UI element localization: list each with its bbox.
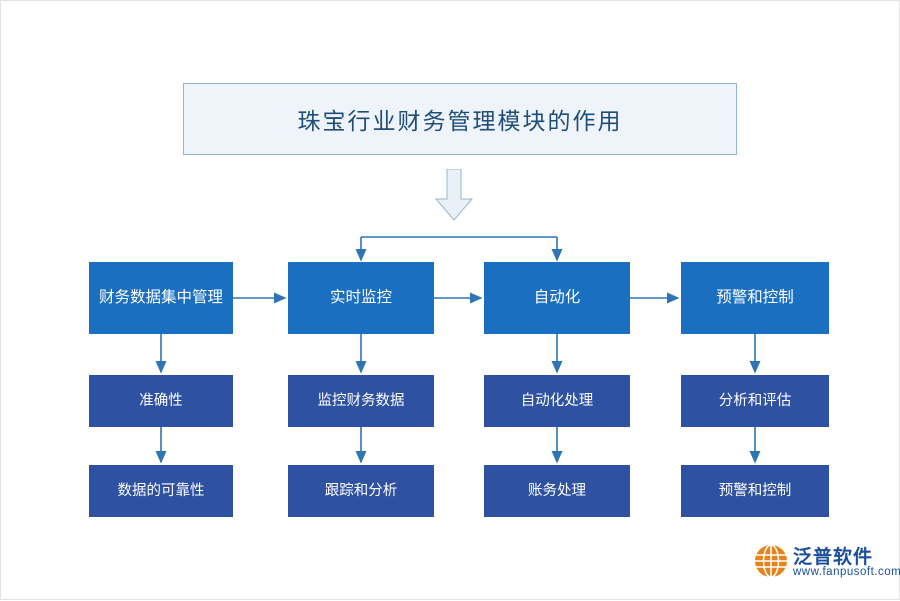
node-col4-row2: 分析和评估 (681, 375, 829, 427)
node-label: 准确性 (139, 392, 183, 409)
node-label: 预警和控制 (718, 482, 792, 499)
node-col1-row2: 准确性 (89, 375, 233, 427)
node-label: 分析和评估 (718, 392, 792, 409)
node-col3-row1: 自动化 (484, 262, 630, 334)
down-arrow-icon (435, 169, 473, 221)
node-col1-row1: 财务数据集中管理 (89, 262, 233, 334)
node-label: 预警和控制 (716, 289, 794, 307)
node-col2-row2: 监控财务数据 (288, 375, 434, 427)
node-label: 财务数据集中管理 (98, 289, 223, 307)
globe-icon (755, 544, 787, 578)
node-label: 自动化处理 (520, 392, 594, 409)
node-label: 账务处理 (528, 482, 586, 499)
node-label: 跟踪和分析 (324, 482, 398, 499)
node-label: 实时监控 (329, 289, 392, 307)
node-label: 数据的可靠性 (117, 482, 205, 499)
diagram-title-box: 珠宝行业财务管理模块的作用 (183, 83, 737, 155)
logo-company-name: 泛普软件 (793, 547, 874, 568)
node-col4-row1: 预警和控制 (681, 262, 829, 334)
node-col3-row2: 自动化处理 (484, 375, 630, 427)
node-col2-row3: 跟踪和分析 (288, 465, 434, 517)
node-col4-row3: 预警和控制 (681, 465, 829, 517)
node-col2-row1: 实时监控 (288, 262, 434, 334)
page-title: 珠宝行业财务管理模块的作用 (297, 108, 623, 134)
node-col3-row3: 账务处理 (484, 465, 630, 517)
brand-logo: 泛普软件 www.fanpusoft.com (753, 542, 900, 586)
node-label: 自动化 (533, 289, 581, 307)
node-label: 监控财务数据 (317, 392, 405, 409)
logo-url: www.fanpusoft.com (793, 566, 900, 578)
node-col1-row3: 数据的可靠性 (89, 465, 233, 517)
